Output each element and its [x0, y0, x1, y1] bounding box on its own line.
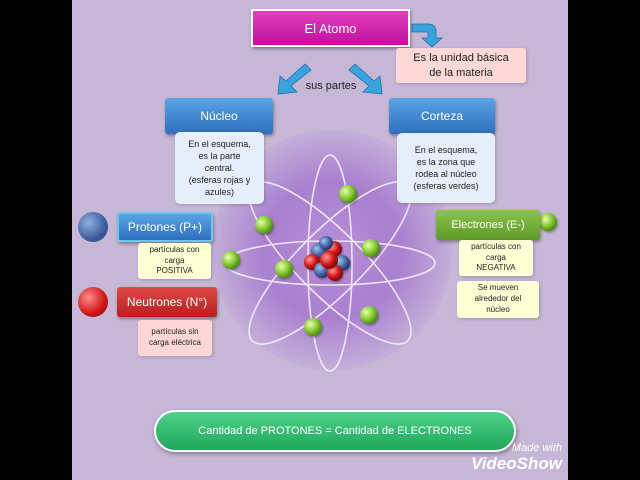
neutron-legend-icon [78, 287, 108, 317]
watermark-brand: VideoShow [471, 454, 562, 473]
electron-legend-icon [539, 213, 557, 231]
arrow-to-definition [411, 23, 444, 48]
neutrones-box: Neutrones (N°) [117, 287, 217, 317]
protones-box: Protones (P+) [117, 212, 213, 242]
arrow-to-corteza [348, 63, 383, 95]
desc-line: NEGATIVA [476, 263, 516, 273]
definition-line: Es la unidad básica [413, 51, 509, 64]
electron [304, 318, 322, 336]
electron [275, 260, 293, 278]
desc-line: carga eléctrica [148, 338, 202, 347]
desc-line: partículas con [149, 244, 200, 254]
desc-line: núcleo [486, 304, 510, 314]
desc-line: carga [164, 255, 185, 265]
atom-title: El Atomo [251, 9, 410, 47]
electrones-box: Electrones (E-) [436, 210, 540, 240]
nucleo-box: Núcleo [165, 98, 273, 134]
desc-line: (esferas verdes) [413, 181, 479, 192]
desc-line: partículas sin [151, 327, 199, 337]
corteza-description: En el esquema, es la zona que rodea al n… [397, 133, 495, 203]
nucleo-description: En el esquema, es la parte central. (esf… [175, 132, 264, 204]
videoshow-watermark: Made with VideoShow [471, 442, 562, 474]
desc-line: es la zona que [416, 156, 476, 167]
desc-line: partículas con [471, 241, 521, 251]
desc-line: Se mueven [477, 283, 519, 293]
electron [222, 251, 240, 269]
desc-line: azules) [204, 187, 234, 198]
electron [362, 239, 380, 257]
desc-line: es la parte [198, 150, 241, 161]
electrones-description-motion: Se mueven alrededor del núcleo [457, 281, 539, 318]
desc-line: POSITIVA [156, 266, 193, 276]
atom-drawing [222, 23, 557, 372]
arrow-to-nucleo [277, 63, 312, 95]
protons-equal-electrons-banner: Cantidad de PROTONES = Cantidad de ELECT… [154, 410, 516, 452]
desc-line: En el esquema, [414, 144, 478, 155]
diagram-canvas: El Atomo Es la unidad básica de la mater… [72, 0, 568, 480]
desc-line: central. [204, 162, 235, 173]
protones-description: partículas con carga POSITIVA [138, 243, 211, 279]
desc-line: (esferas rojas y [188, 175, 251, 186]
corteza-box: Corteza [389, 98, 495, 134]
parts-connector-label: sus partes [305, 80, 357, 92]
proton-legend-icon [78, 212, 108, 242]
desc-line: alrededor del [474, 294, 522, 304]
electron [360, 306, 378, 324]
neutrones-description: partículas sin carga eléctrica [138, 320, 212, 356]
desc-line: En el esquema, [188, 138, 251, 149]
definition-line: de la materia [429, 66, 493, 79]
electron [339, 185, 357, 203]
definition-box: Es la unidad básica de la materia [396, 48, 526, 83]
electron [255, 216, 273, 234]
watermark-line: Made with [511, 442, 562, 454]
desc-line: rodea al núcleo [415, 169, 477, 179]
desc-line: carga [485, 252, 506, 262]
nucleus [304, 236, 350, 281]
electrones-description-charge: partículas con carga NEGATIVA [459, 240, 533, 276]
